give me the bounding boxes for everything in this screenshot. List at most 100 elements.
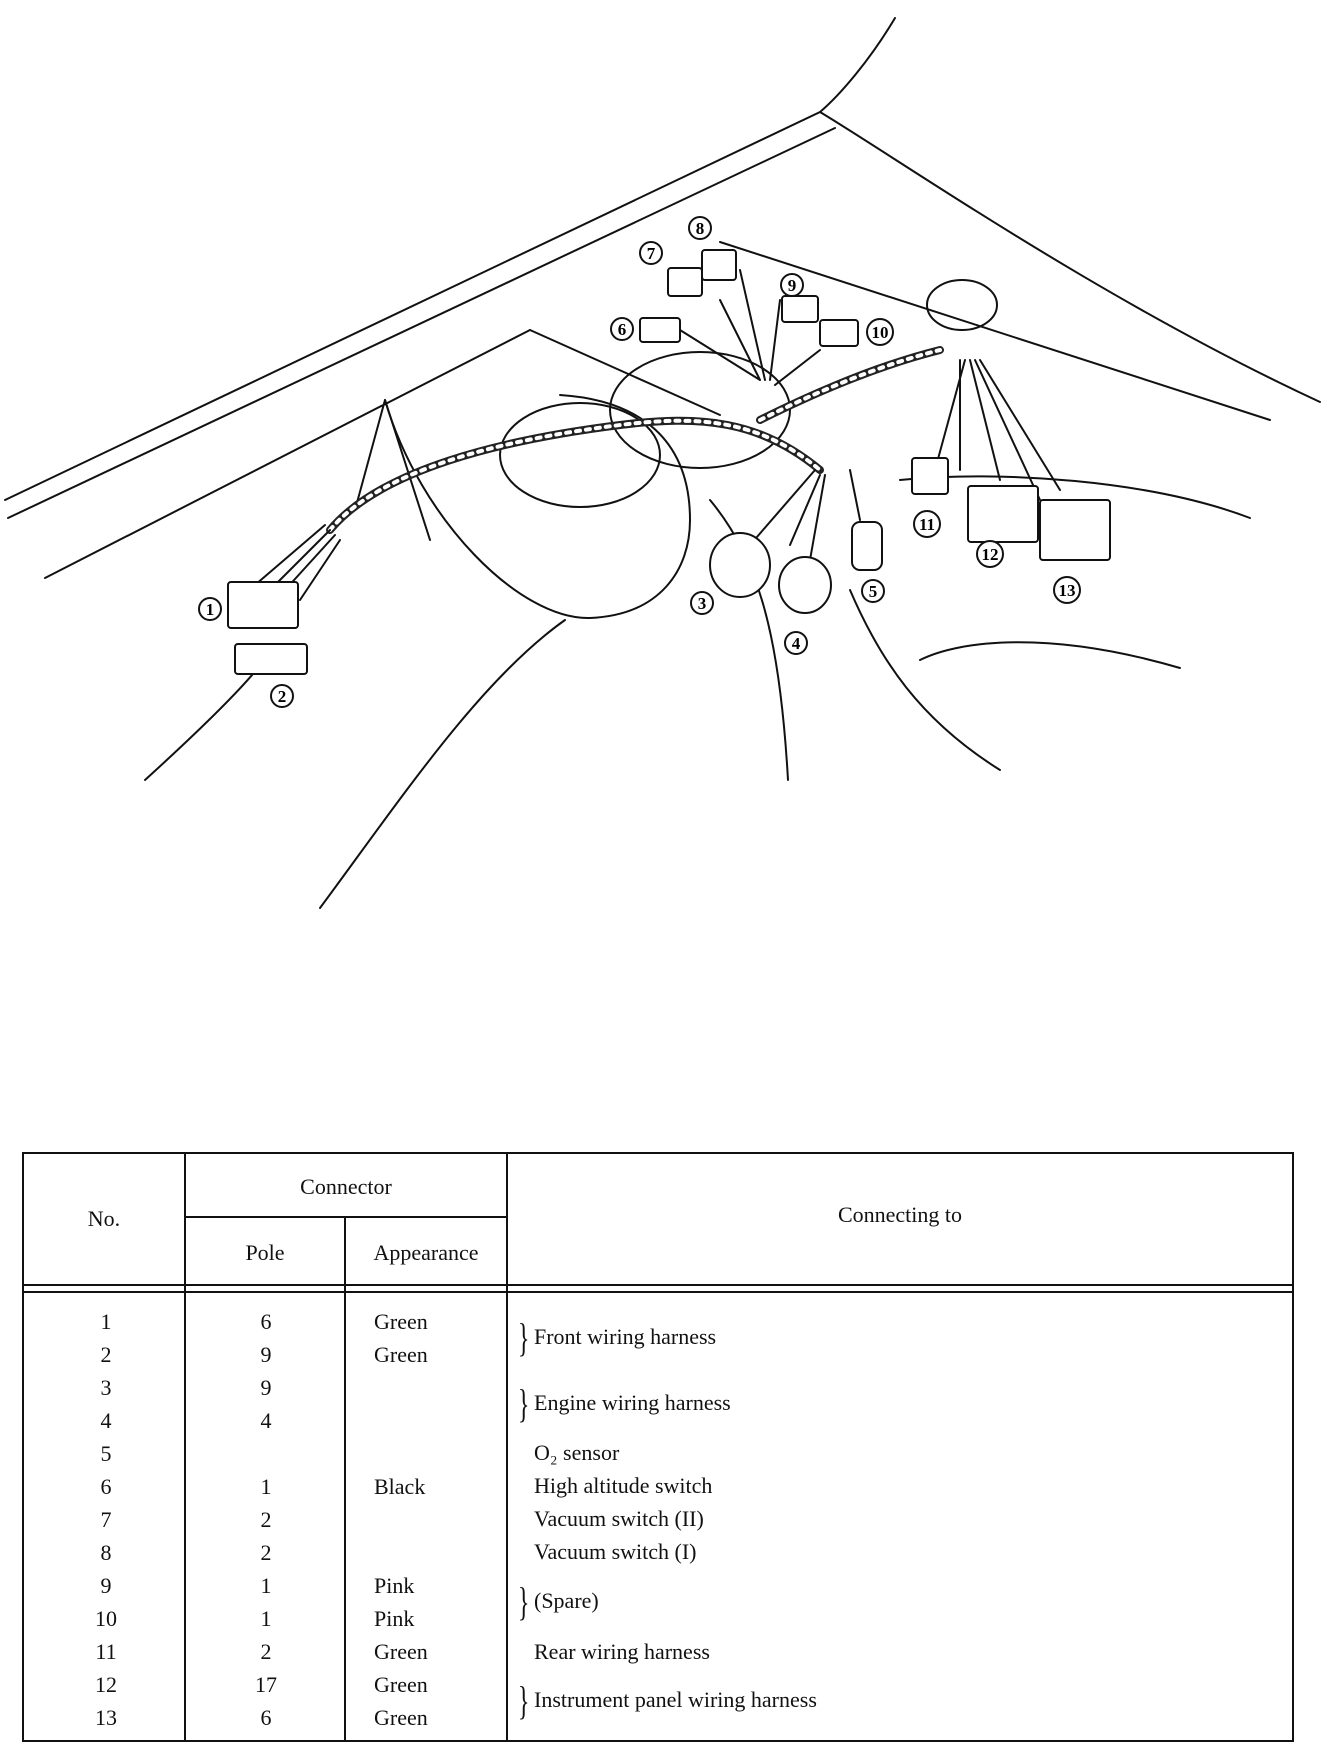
row-appearance: Green <box>374 1705 428 1730</box>
wires-1 <box>254 524 341 601</box>
header-connector: Connector <box>300 1174 392 1199</box>
callout-9: 9 <box>780 273 804 297</box>
svg-text:1: 1 <box>206 600 215 619</box>
wires-top <box>679 269 821 386</box>
row-appearance: Pink <box>374 1573 415 1598</box>
row-no: 2 <box>100 1342 112 1367</box>
callout-11: 11 <box>913 510 941 538</box>
col-divider-no <box>184 1154 186 1742</box>
connector-11 <box>911 457 949 495</box>
row-no: 9 <box>100 1573 112 1598</box>
header-appearance: Appearance <box>373 1240 479 1265</box>
floor-curve-right <box>709 499 789 781</box>
connector-6 <box>639 317 681 343</box>
connector-table: No. Connector Pole Appearance Connecting… <box>22 1152 1294 1742</box>
callout-labels: 1 2 3 4 5 6 7 8 9 10 11 12 13 <box>198 216 1081 708</box>
connector-2 <box>234 643 308 675</box>
connecting-to-front: Front wiring harness <box>534 1324 717 1349</box>
row-no: 12 <box>95 1672 117 1697</box>
header-double-line <box>24 1291 1292 1293</box>
harness-loop-center <box>609 351 791 469</box>
row-no: 7 <box>100 1507 112 1532</box>
row-appearance: Black <box>374 1474 426 1499</box>
row-pole: 9 <box>260 1375 272 1400</box>
connecting-to-o2-sensor: O₂ sensor <box>534 1440 620 1465</box>
connector-1 <box>227 581 299 629</box>
row-no: 8 <box>100 1540 112 1565</box>
connecting-to-high-altitude: High altitude switch <box>534 1473 713 1498</box>
body-outline-middle <box>819 111 1321 403</box>
row-pole: 9 <box>260 1342 272 1367</box>
harness-loop-top-right <box>926 279 998 331</box>
panel-line-a <box>529 329 721 416</box>
connector-8 <box>701 249 737 281</box>
callout-4: 4 <box>784 631 808 655</box>
connecting-to-vacuum-i: Vacuum switch (I) <box>534 1539 697 1564</box>
console-side <box>354 399 431 541</box>
svg-text:5: 5 <box>869 582 878 601</box>
callout-13: 13 <box>1053 576 1081 604</box>
connector-7 <box>667 267 703 297</box>
wires-5 <box>849 469 861 521</box>
main-harness <box>326 416 824 534</box>
row-no: 13 <box>95 1705 117 1730</box>
svg-text:6: 6 <box>618 320 627 339</box>
header-pole: Pole <box>245 1240 285 1265</box>
col-divider-pole <box>344 1216 346 1742</box>
row-no: 11 <box>95 1639 117 1664</box>
connector-3 <box>709 532 771 598</box>
callout-8: 8 <box>688 216 712 240</box>
callout-7: 7 <box>639 241 663 265</box>
brace-icon: } <box>517 1381 530 1426</box>
svg-text:11: 11 <box>919 515 935 534</box>
callout-6: 6 <box>610 317 634 341</box>
svg-text:8: 8 <box>696 219 705 238</box>
callout-12: 12 <box>976 540 1004 568</box>
floor-curve-left <box>144 667 259 781</box>
callout-5: 5 <box>861 579 885 603</box>
row-appearance: Green <box>374 1672 428 1697</box>
row-pole: 6 <box>260 1309 272 1334</box>
svg-text:13: 13 <box>1059 581 1076 600</box>
body-outline-edge <box>44 329 531 579</box>
row-pole: 17 <box>255 1672 277 1697</box>
row-pole: 4 <box>260 1408 272 1433</box>
floor-curve-far <box>849 589 1001 771</box>
row-no: 6 <box>100 1474 112 1499</box>
row-no: 10 <box>95 1606 117 1631</box>
connecting-to-instrument-panel: Instrument panel wiring harness <box>534 1687 817 1712</box>
connector-13 <box>1039 499 1111 561</box>
connecting-to-vacuum-ii: Vacuum switch (II) <box>534 1506 704 1531</box>
connector-12 <box>967 485 1039 543</box>
right-harness <box>756 346 944 424</box>
connector-4 <box>778 556 832 614</box>
wiring-harness-diagram: 1 2 3 4 5 6 7 8 9 10 11 12 13 <box>4 17 1321 909</box>
main-harness-inner <box>328 418 822 532</box>
panel-line-b <box>719 241 1271 421</box>
brace-icon: } <box>517 1315 530 1360</box>
row-no: 1 <box>100 1309 112 1334</box>
callout-10: 10 <box>866 318 894 346</box>
wires-3-4 <box>749 469 826 561</box>
header-divider-connector <box>186 1216 506 1218</box>
connecting-to-spare: (Spare) <box>534 1588 599 1613</box>
callout-3: 3 <box>690 591 714 615</box>
connecting-to-rear: Rear wiring harness <box>534 1639 710 1664</box>
harness-loop-left <box>499 402 661 508</box>
row-pole: 2 <box>260 1507 272 1532</box>
row-no: 5 <box>100 1441 112 1466</box>
floor-hump <box>919 641 1181 669</box>
row-appearance: Green <box>374 1342 428 1367</box>
body-outline-upper <box>4 17 896 501</box>
row-pole: 1 <box>260 1606 272 1631</box>
brace-icon: } <box>517 1579 530 1624</box>
svg-text:4: 4 <box>792 634 801 653</box>
connector-10 <box>819 319 859 347</box>
connecting-to-engine: Engine wiring harness <box>534 1390 731 1415</box>
row-appearance: Pink <box>374 1606 415 1631</box>
svg-text:12: 12 <box>982 545 999 564</box>
header-bottom-line <box>24 1284 1292 1286</box>
row-pole: 1 <box>260 1573 272 1598</box>
svg-text:9: 9 <box>788 276 797 295</box>
row-pole: 2 <box>260 1540 272 1565</box>
